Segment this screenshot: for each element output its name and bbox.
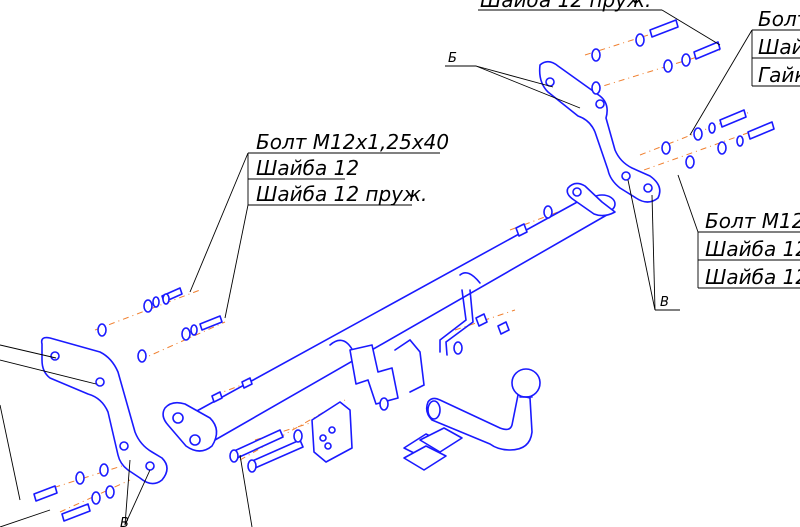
point-b-label: Б bbox=[448, 51, 457, 66]
tow-ball-arm bbox=[425, 368, 541, 451]
callout-labels: Болт М12х1,25х40 Шайба 12 Шайба 12 пруж.… bbox=[120, 0, 800, 527]
beam-left-end-plate bbox=[162, 401, 218, 452]
socket-plate bbox=[311, 401, 353, 463]
right-callout-washer: Шайба 12 bbox=[705, 237, 800, 261]
leader-lines bbox=[0, 9, 800, 527]
top-right-callout-washer: Шайба bbox=[758, 35, 800, 59]
center-bracket bbox=[349, 289, 474, 405]
fasteners bbox=[33, 19, 775, 522]
point-v-left-label: В bbox=[120, 516, 129, 527]
spacer-plates bbox=[403, 427, 463, 471]
top-right-callout-nut: Гайк bbox=[758, 63, 800, 87]
left-callout-bolt: Болт М12х1,25х40 bbox=[256, 130, 449, 154]
left-callout-washer: Шайба 12 bbox=[256, 156, 359, 180]
right-callout-washer-2: Шайба 12 bbox=[705, 265, 800, 289]
top-right-callout-bolt: Болт bbox=[758, 7, 800, 31]
left-side-bracket bbox=[40, 336, 168, 485]
point-v-right-label: В bbox=[660, 295, 669, 310]
left-callout-spring-washer: Шайба 12 пруж. bbox=[256, 182, 427, 206]
assembly-axes bbox=[39, 24, 771, 513]
top-right-partial-label: Шайба 12 пруж. bbox=[480, 0, 651, 12]
cross-beam bbox=[194, 194, 616, 441]
beam-right-end-plate bbox=[566, 182, 616, 217]
right-callout-bolt: Болт М12 bbox=[705, 209, 800, 233]
right-side-bracket bbox=[538, 60, 661, 203]
